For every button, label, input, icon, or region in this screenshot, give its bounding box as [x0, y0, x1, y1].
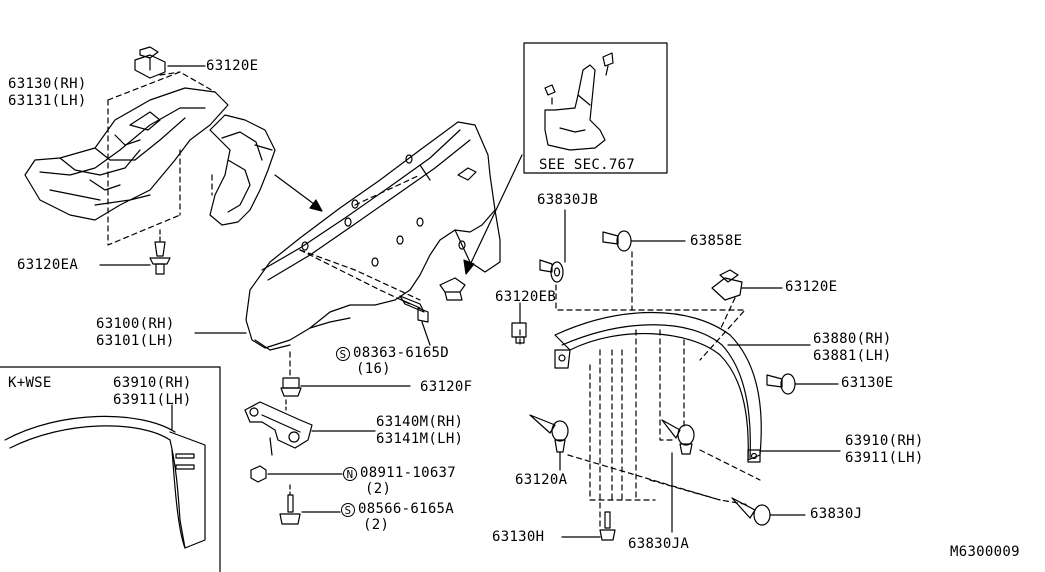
arch-molding-drawing [554, 311, 762, 463]
arch-molding-inset [4, 404, 206, 549]
label-63120E-right: 63120E [785, 279, 838, 295]
label-63130-rh: 63130(RH) [8, 76, 87, 92]
label-63120EA: 63120EA [17, 257, 79, 273]
see-section-box [523, 42, 668, 174]
mudguard-drawing [544, 52, 614, 151]
fender-liner-drawing [24, 87, 276, 226]
diagram-code: M6300009 [950, 544, 1020, 560]
clip-63830J [731, 497, 771, 526]
n-symbol: N [343, 467, 357, 481]
clip-63830JB [539, 259, 564, 283]
label-63881-lh: 63881(LH) [813, 348, 892, 364]
clip-63120EB [511, 322, 527, 344]
inset-variant-label: K+WSE [8, 375, 52, 391]
screw-63130H [599, 511, 616, 541]
bracket-63140M [244, 401, 313, 456]
bolt-08363 [399, 295, 429, 323]
label-63120EB: 63120EB [495, 289, 557, 305]
clip-63830JA [661, 419, 695, 455]
front-fender-drawing [245, 121, 501, 351]
label-63858E: 63858E [690, 233, 743, 249]
label-63880-rh: 63880(RH) [813, 331, 892, 347]
label-63100-rh: 63100(RH) [96, 316, 175, 332]
bolt-63130E [766, 373, 796, 395]
clip-63120EA [149, 241, 171, 275]
label-08566-qty: (2) [363, 517, 390, 533]
clip-63120F [280, 377, 302, 397]
label-63141M-lh: 63141M(LH) [376, 431, 464, 447]
label-63910-rh: 63910(RH) [845, 433, 924, 449]
s-symbol: S [341, 503, 355, 517]
label-63911-lh: 63911(LH) [845, 450, 924, 466]
label-63131-lh: 63131(LH) [8, 93, 87, 109]
clip-63120E-top [134, 46, 166, 79]
label-08363-qty: (16) [356, 361, 391, 377]
label-08911-qty: (2) [365, 481, 392, 497]
label-63130E: 63130E [841, 375, 894, 391]
label-63101-lh: 63101(LH) [96, 333, 175, 349]
label-63830JA: 63830JA [628, 536, 690, 552]
clip-63120E-right [711, 269, 743, 301]
label-63120F: 63120F [420, 379, 473, 395]
label-63120A: 63120A [515, 472, 568, 488]
bolt-63858E [602, 230, 632, 252]
label-63911-inset-lh: 63911(LH) [113, 392, 192, 408]
bolt-08566 [279, 494, 301, 525]
s-symbol: S [336, 347, 350, 361]
label-63120E-top: 63120E [206, 58, 259, 74]
label-63910-inset-rh: 63910(RH) [113, 375, 192, 391]
label-63830JB: 63830JB [537, 192, 599, 208]
label-63130H: 63130H [492, 529, 545, 545]
see-section-label: SEE SEC.767 [539, 157, 636, 173]
label-63830J: 63830J [810, 506, 863, 522]
clip-63120A [529, 414, 569, 453]
label-63140M-rh: 63140M(RH) [376, 414, 464, 430]
nut-08911 [250, 465, 267, 483]
assembly-guide-lines [519, 251, 761, 531]
